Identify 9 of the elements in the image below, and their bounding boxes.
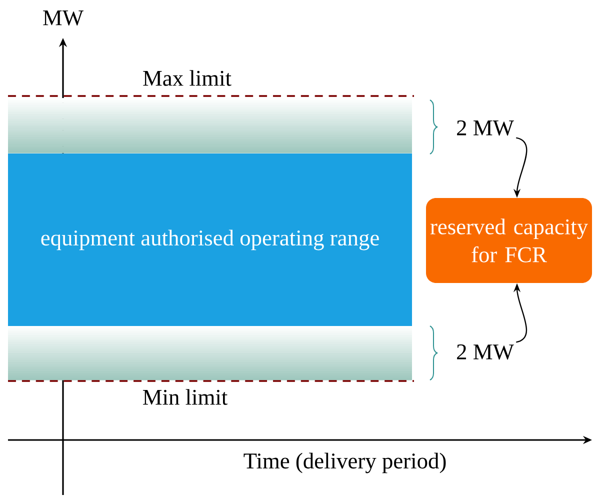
operating-range-band: equipment authorised operating range — [8, 154, 412, 326]
value-label: 2 MW — [457, 344, 514, 360]
shaded-band — [8, 326, 412, 380]
axis-label: Time (delivery period) — [244, 452, 446, 474]
axis-label: MW — [43, 10, 84, 26]
axis-label: Min limit — [142, 389, 228, 405]
process-box: reserved capacity for FCR — [426, 198, 592, 283]
value-label: 2 MW — [457, 120, 514, 136]
shaded-band — [8, 98, 412, 154]
